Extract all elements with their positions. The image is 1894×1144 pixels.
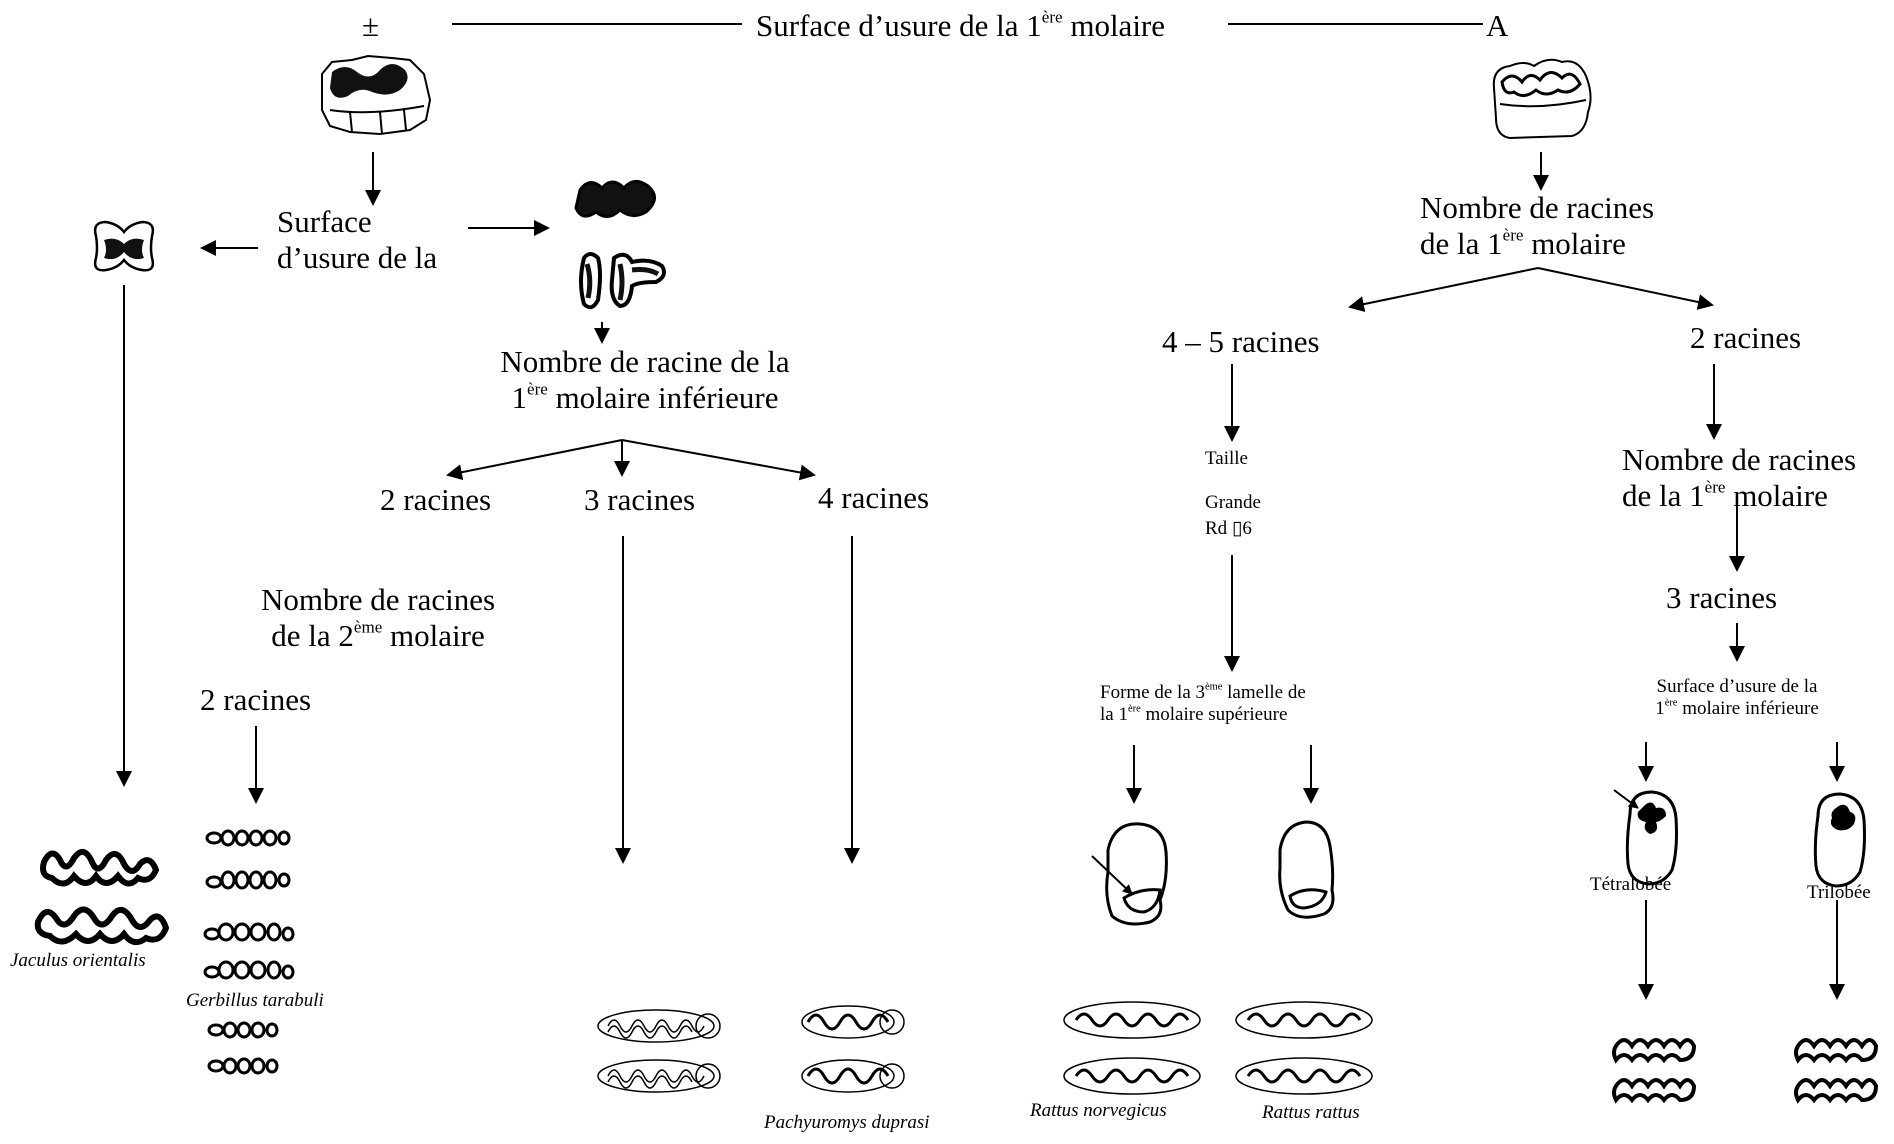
tooth-trilobee bbox=[1813, 792, 1866, 888]
tooth-row-jaculus bbox=[34, 849, 170, 946]
lamelle-norvegicus bbox=[1091, 822, 1168, 926]
nroot-right-label: Nombre de racines de la 1ère molaire bbox=[1420, 190, 1655, 261]
tooth-rows-pachyuromys bbox=[801, 1005, 905, 1093]
tooth-right-side-view bbox=[1492, 58, 1592, 140]
rd-label: Rd ▯6 bbox=[1205, 518, 1252, 539]
option-3-racines-right: 3 racines bbox=[1666, 580, 1778, 615]
tooth-jaculus-small bbox=[93, 220, 155, 272]
option-2-racines-m2: 2 racines bbox=[200, 682, 312, 717]
tooth-tetralobee bbox=[1613, 789, 1678, 886]
surface-usure-label: Surface d’usure de la bbox=[277, 204, 438, 275]
option-2-racines-right: 2 racines bbox=[1690, 320, 1802, 355]
option-3-racines-left: 3 racines bbox=[584, 482, 696, 517]
left-marker: ± bbox=[362, 8, 380, 43]
trilobee-label: Trilobée bbox=[1807, 882, 1871, 903]
lamelle-rattus bbox=[1278, 820, 1335, 919]
option-4-racines-left: 4 racines bbox=[818, 480, 930, 515]
option-2-racines-left: 2 racines bbox=[380, 482, 492, 517]
right-marker: A bbox=[1486, 8, 1509, 43]
species-rattus: Rattus rattus bbox=[1262, 1102, 1360, 1123]
nroot-right2-label: Nombre de racines de la 1ère molaire bbox=[1622, 442, 1857, 513]
root-title: Surface d’usure de la 1ère molaire bbox=[756, 7, 1166, 43]
grande-label: Grande bbox=[1205, 492, 1261, 513]
tooth-rows-gerbillus bbox=[203, 829, 295, 1075]
arrow-split-45 bbox=[1348, 267, 1539, 312]
species-norvegicus: Rattus norvegicus bbox=[1030, 1100, 1167, 1121]
species-pachyuromys: Pachyuromys duprasi bbox=[764, 1112, 930, 1133]
tooth-rows-trilobee bbox=[1794, 1038, 1879, 1104]
option-4-5-racines: 4 – 5 racines bbox=[1162, 324, 1320, 359]
nroot-left-label: Nombre de racine de la 1ère molaire infé… bbox=[500, 344, 790, 415]
tooth-pair-occlusal bbox=[574, 180, 666, 310]
arrow-split-2-racines bbox=[446, 439, 623, 481]
taille-label: Taille bbox=[1205, 448, 1248, 469]
nroot-m2-label: Nombre de racines de la 2ème molaire bbox=[260, 582, 496, 653]
species-gerbillus: Gerbillus tarabuli bbox=[186, 990, 324, 1011]
tooth-rows-rattus bbox=[1235, 1001, 1373, 1095]
surface-usure-inferieure-label: Surface d’usure de la 1ère molaire infér… bbox=[1655, 676, 1819, 719]
tooth-rows-tetralobee bbox=[1612, 1038, 1697, 1104]
arrow-split-4-racines bbox=[621, 439, 816, 481]
tooth-rows-3racines bbox=[597, 1009, 721, 1093]
tooth-rows-norvegicus bbox=[1063, 1001, 1201, 1095]
species-jaculus: Jaculus orientalis bbox=[10, 950, 146, 971]
tooth-left-side-view bbox=[321, 54, 432, 136]
tetralobee-label: Tétralobée bbox=[1590, 874, 1672, 895]
arrow-split-2r bbox=[1537, 267, 1714, 310]
forme-lamelle-label: Forme de la 3ème lamelle de la 1ère mola… bbox=[1100, 681, 1306, 725]
